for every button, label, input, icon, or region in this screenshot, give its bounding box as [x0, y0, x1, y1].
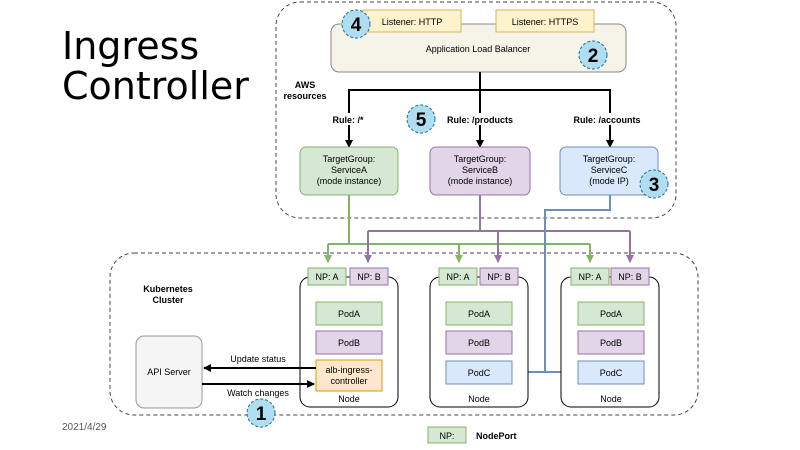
update-status-label: Update status: [230, 354, 286, 364]
node-3-label: Node: [600, 394, 622, 404]
api-server-label: API Server: [147, 367, 191, 377]
service-c-routing: [544, 195, 611, 372]
tg-a-line-2: ServiceA: [331, 165, 367, 175]
badge-5-circle: [406, 104, 436, 134]
rule-label-1: Rule: /*: [332, 115, 364, 125]
tg-b-line-3: (mode instance): [448, 176, 513, 186]
aws-resources-group: [275, 1, 677, 219]
tg-b-line-2: ServiceB: [462, 165, 498, 175]
node-2-pod-c-label: PodC: [468, 368, 491, 378]
api-server: [135, 335, 203, 409]
kubernetes-cluster-group: [109, 252, 699, 416]
node-2-np-a-label: NP: A: [446, 272, 469, 282]
alb-label: Application Load Balancer: [426, 44, 531, 54]
rule-label-bg-2: [443, 113, 517, 125]
badge-4: 4: [351, 15, 362, 36]
node-2-np-b-label: NP: B: [487, 272, 511, 282]
node-3-pod-b-label: PodB: [600, 338, 622, 348]
badge-1: 1: [256, 404, 267, 425]
tg-a-line-3: (mode instance): [317, 176, 382, 186]
alb-to-routing-connector: [348, 72, 611, 147]
legend-key: NP:: [439, 431, 454, 441]
node-2-pod-c: [445, 360, 513, 385]
k8s-label-line-1: Kubernetes: [143, 284, 193, 294]
node-1-np-a: [307, 267, 347, 286]
badge-2: 2: [588, 46, 599, 67]
title-line-1: Ingress: [62, 24, 200, 68]
aws-label-line-2: resources: [283, 91, 326, 101]
badge-4-circle: [341, 9, 371, 39]
node-2-np-a: [438, 267, 478, 286]
tg-c-line-2: ServiceC: [591, 165, 628, 175]
node-2-label: Node: [468, 394, 490, 404]
node-3-pod-c-label: PodC: [600, 368, 623, 378]
node-3-np-b: [610, 267, 650, 286]
node-2-pod-b: [445, 330, 513, 355]
slide-title: Ingress Controller: [62, 26, 249, 106]
tg-c-line-3: (mode IP): [589, 176, 629, 186]
legend-value: NodePort: [476, 431, 517, 441]
alb-ingress-controller: [315, 359, 383, 392]
slide-date: 2021/4/29: [62, 422, 107, 433]
rule-label-bg-3: [570, 113, 644, 125]
node-3-pod-b: [577, 330, 645, 355]
k8s-label-line-2: Cluster: [152, 295, 184, 305]
node-3-np-a-label: NP: A: [578, 272, 601, 282]
node-1-np-b-label: NP: B: [357, 272, 381, 282]
badge-5: 5: [416, 110, 427, 131]
node-1-pod-b-label: PodB: [338, 338, 360, 348]
node-3-pod-c: [577, 360, 645, 385]
listener-https-label: Listener: HTTPS: [512, 17, 579, 27]
node-1-pod-b: [315, 330, 383, 355]
badge-3: 3: [649, 175, 660, 196]
controller-label-line-2: controller: [330, 376, 367, 386]
application-load-balancer: [330, 23, 627, 73]
node-1-pod-a-label: PodA: [338, 309, 360, 319]
tg-b-line-1: TargetGroup:: [454, 154, 507, 164]
node-1-pod-a: [315, 301, 383, 326]
node-3-np-a: [570, 267, 610, 286]
node-3-pod-a-label: PodA: [600, 309, 622, 319]
node-3-pod-a: [577, 301, 645, 326]
title-line-2: Controller: [62, 64, 249, 108]
node-2-pod-a-label: PodA: [468, 309, 490, 319]
tg-a-line-1: TargetGroup:: [323, 154, 376, 164]
rule-label-2: Rule: /products: [447, 115, 513, 125]
node-2-np-b: [479, 267, 519, 286]
node-2-pod-b-label: PodB: [468, 338, 490, 348]
watch-changes-label: Watch changes: [227, 388, 289, 398]
service-a-routing: [348, 195, 590, 245]
legend-swatch: [427, 426, 467, 444]
node-1-np-b: [349, 267, 389, 286]
listener-https: [495, 9, 595, 33]
rule-label-3: Rule: /accounts: [573, 115, 640, 125]
controller-label-line-1: alb-ingress-: [325, 365, 372, 375]
node-1-label: Node: [338, 394, 360, 404]
service-b-routing: [368, 195, 630, 232]
node-1-np-a-label: NP: A: [315, 272, 338, 282]
node-2-pod-a: [445, 301, 513, 326]
tg-c-line-1: TargetGroup:: [583, 154, 636, 164]
badge-2-circle: [578, 40, 608, 70]
badge-3-circle: [639, 169, 669, 199]
aws-label-line-1: AWS: [295, 80, 316, 90]
badge-1-circle: [246, 398, 276, 428]
node-3-np-b-label: NP: B: [618, 272, 642, 282]
listener-http-label: Listener: HTTP: [382, 17, 443, 27]
rule-label-bg-1: [326, 113, 370, 125]
